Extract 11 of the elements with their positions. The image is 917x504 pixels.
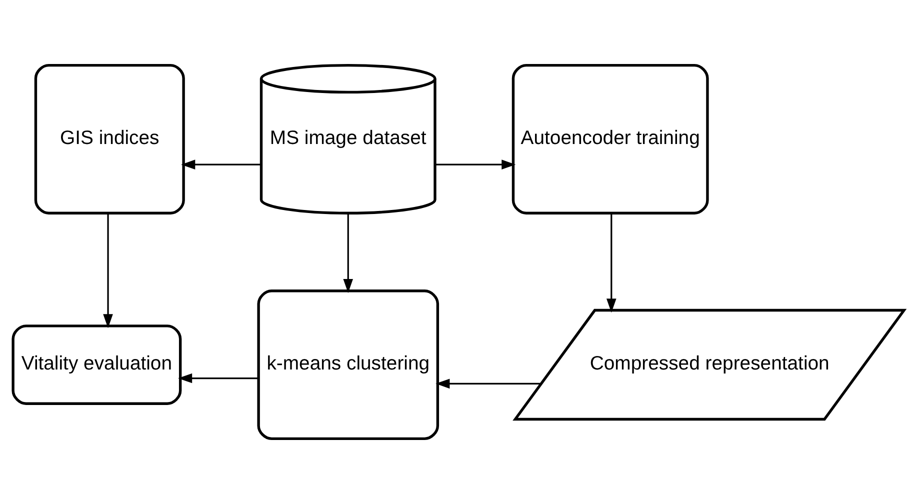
arrow <box>435 160 516 170</box>
arrow <box>178 373 258 384</box>
arrow <box>606 213 616 313</box>
node-box: Vitality evaluation <box>12 324 182 405</box>
node-box: k-means clustering <box>257 290 440 440</box>
node-box: Autoencoder training <box>512 64 709 214</box>
arrow <box>343 213 354 293</box>
arrow <box>103 213 113 328</box>
arrow <box>181 160 262 170</box>
node-box: GIS indices <box>34 64 185 214</box>
arrow <box>436 378 542 389</box>
